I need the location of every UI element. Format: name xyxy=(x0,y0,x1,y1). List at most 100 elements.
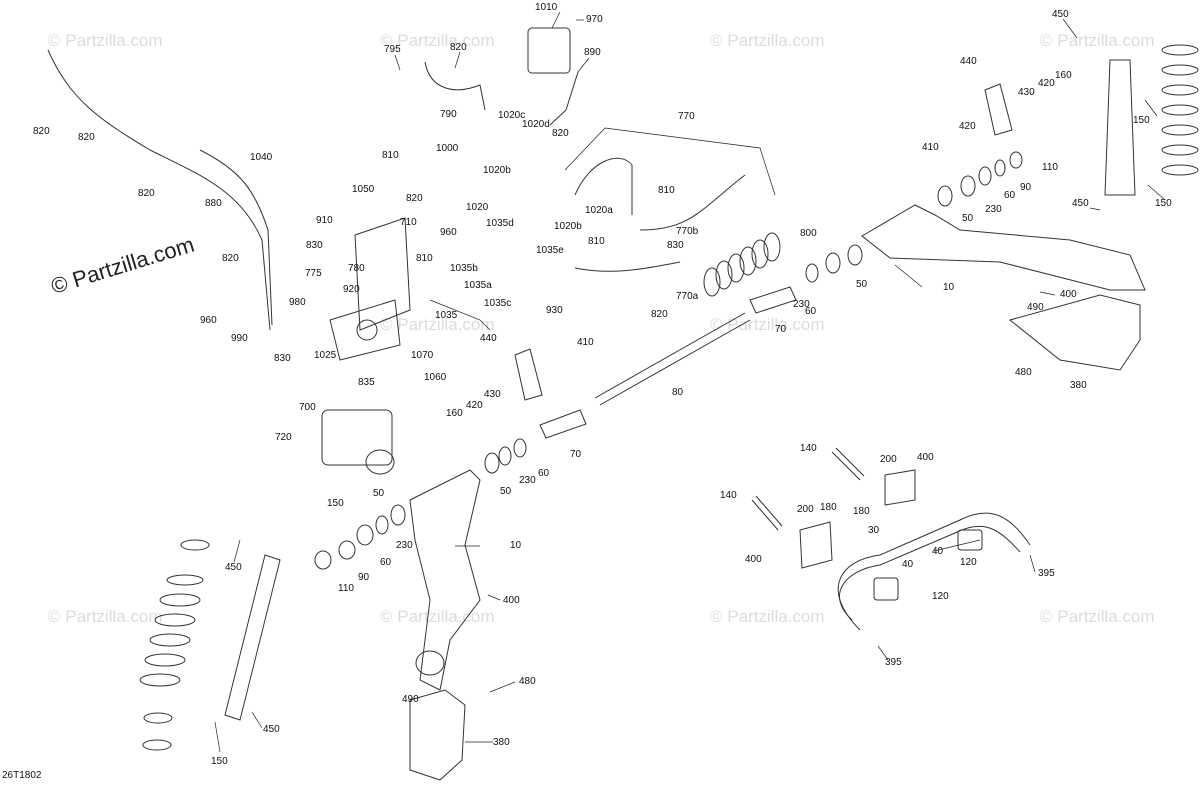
bushing-40-lower-drawing xyxy=(873,577,899,601)
watermark: © Partzilla.com xyxy=(380,31,495,50)
watermark: © Partzilla.com xyxy=(380,607,495,626)
callout-label: 230 xyxy=(519,475,536,486)
cable-770a-drawing xyxy=(574,261,681,272)
callout-label: 770 xyxy=(678,111,695,122)
callout-label: 990 xyxy=(231,333,248,344)
callout-label: 200 xyxy=(880,454,897,465)
callout-label: 970 xyxy=(586,14,603,25)
callout-label: 60 xyxy=(380,557,392,568)
callout-label: 160 xyxy=(446,408,463,419)
callout-label: 1000 xyxy=(436,143,459,154)
callout-label: 430 xyxy=(484,389,501,400)
watermark: © Partzilla.com xyxy=(710,607,825,626)
callout-label: 820 xyxy=(222,253,239,264)
callout-label: 1020d xyxy=(522,119,550,130)
callout-label: 830 xyxy=(274,353,291,364)
callout-label: 910 xyxy=(316,215,333,226)
watermark: © Partzilla.com xyxy=(1040,607,1155,626)
callout-label: 1020c xyxy=(498,110,525,121)
callout-label: 80 xyxy=(672,387,684,398)
group-bracket-770 xyxy=(564,127,776,196)
stabilizer-bar-30-inner xyxy=(839,525,1021,621)
callout-label: 150 xyxy=(1155,198,1172,209)
watermark-layer: © Partzilla.com © Partzilla.com © Partzi… xyxy=(48,31,1155,626)
callout-label: 810 xyxy=(416,253,433,264)
callout-label: 410 xyxy=(577,337,594,348)
callout-label: 820 xyxy=(78,132,95,143)
callout-label: 820 xyxy=(138,188,155,199)
callout-label: 1020a xyxy=(585,205,613,216)
callout-label: 820 xyxy=(651,309,668,320)
callout-label: 890 xyxy=(584,47,601,58)
callout-label: 420 xyxy=(466,400,483,411)
callout-label: 90 xyxy=(1020,182,1032,193)
callout-label: 810 xyxy=(382,150,399,161)
callout-label: 70 xyxy=(775,324,787,335)
bracket-440-lower-drawing xyxy=(514,348,543,401)
callout-label: 880 xyxy=(205,198,222,209)
module-1010-drawing xyxy=(527,27,571,74)
guard-380-left-drawing xyxy=(409,689,466,781)
callout-label: 430 xyxy=(1018,87,1035,98)
callout-label: 230 xyxy=(396,540,413,551)
callout-label: 50 xyxy=(962,213,974,224)
callout-label: 1035a xyxy=(464,280,492,291)
callout-label: 10 xyxy=(510,540,522,551)
callout-label: 820 xyxy=(552,128,569,139)
callout-label: 380 xyxy=(493,737,510,748)
callout-label: 200 xyxy=(797,504,814,515)
watermark: © Partzilla.com xyxy=(48,607,163,626)
bearing-stack-left-drawing xyxy=(314,438,527,570)
callout-label: 400 xyxy=(1060,289,1077,300)
callout-label: 1010 xyxy=(535,2,558,13)
callout-label: 400 xyxy=(745,554,762,565)
actuator-700-drawing xyxy=(321,409,393,466)
callout-label: 440 xyxy=(480,333,497,344)
group-bracket-1035 xyxy=(429,299,491,331)
callout-label: 775 xyxy=(305,268,322,279)
callout-label: 1040 xyxy=(250,152,273,163)
cable-890-drawing xyxy=(549,71,579,126)
callout-label: 10 xyxy=(943,282,955,293)
swing-arm-eye xyxy=(415,650,445,676)
watermark: © Partzilla.com xyxy=(380,315,495,334)
callout-label: 420 xyxy=(1038,78,1055,89)
bracket-180-lower-drawing xyxy=(799,521,833,569)
callout-label: 110 xyxy=(1042,162,1058,173)
callout-label: 450 xyxy=(1052,9,1069,20)
callout-label: 1050 xyxy=(352,184,375,195)
callout-label: 420 xyxy=(959,121,976,132)
callout-label: 40 xyxy=(932,546,944,557)
callout-label: 720 xyxy=(275,432,292,443)
callout-label: 50 xyxy=(500,486,512,497)
callout-label: 450 xyxy=(263,724,280,735)
callout-label: 1060 xyxy=(424,372,447,383)
callout-label: 820 xyxy=(450,42,467,53)
bracket-hole xyxy=(356,319,378,341)
callout-label: 930 xyxy=(546,305,563,316)
bushing-70-lower-drawing xyxy=(539,409,587,439)
swing-arm-right-drawing xyxy=(861,204,1146,291)
bracket-180-upper-drawing xyxy=(884,469,916,506)
cable-790-drawing xyxy=(424,61,486,111)
shock-left-drawing xyxy=(224,554,281,721)
coil-spring-left-drawing xyxy=(139,539,210,751)
callout-label: 110 xyxy=(338,583,354,594)
callout-label: 960 xyxy=(200,315,217,326)
part-drawings xyxy=(47,27,1199,781)
callout-label: 410 xyxy=(922,142,939,153)
callout-label: 395 xyxy=(885,657,902,668)
cable-880-drawing xyxy=(47,49,271,331)
callout-label: 480 xyxy=(519,676,536,687)
callout-label: 60 xyxy=(805,306,817,317)
hose-1040-drawing xyxy=(199,149,273,326)
callout-label: 1025 xyxy=(314,350,337,361)
callout-label: 1035 xyxy=(435,310,458,321)
callout-label: 160 xyxy=(1055,70,1072,81)
callout-label: 230 xyxy=(793,299,810,310)
callout-label: 770a xyxy=(676,291,699,302)
callout-label: 1020b xyxy=(483,165,511,176)
actuator-motor xyxy=(365,449,395,475)
callout-label: 830 xyxy=(306,240,323,251)
